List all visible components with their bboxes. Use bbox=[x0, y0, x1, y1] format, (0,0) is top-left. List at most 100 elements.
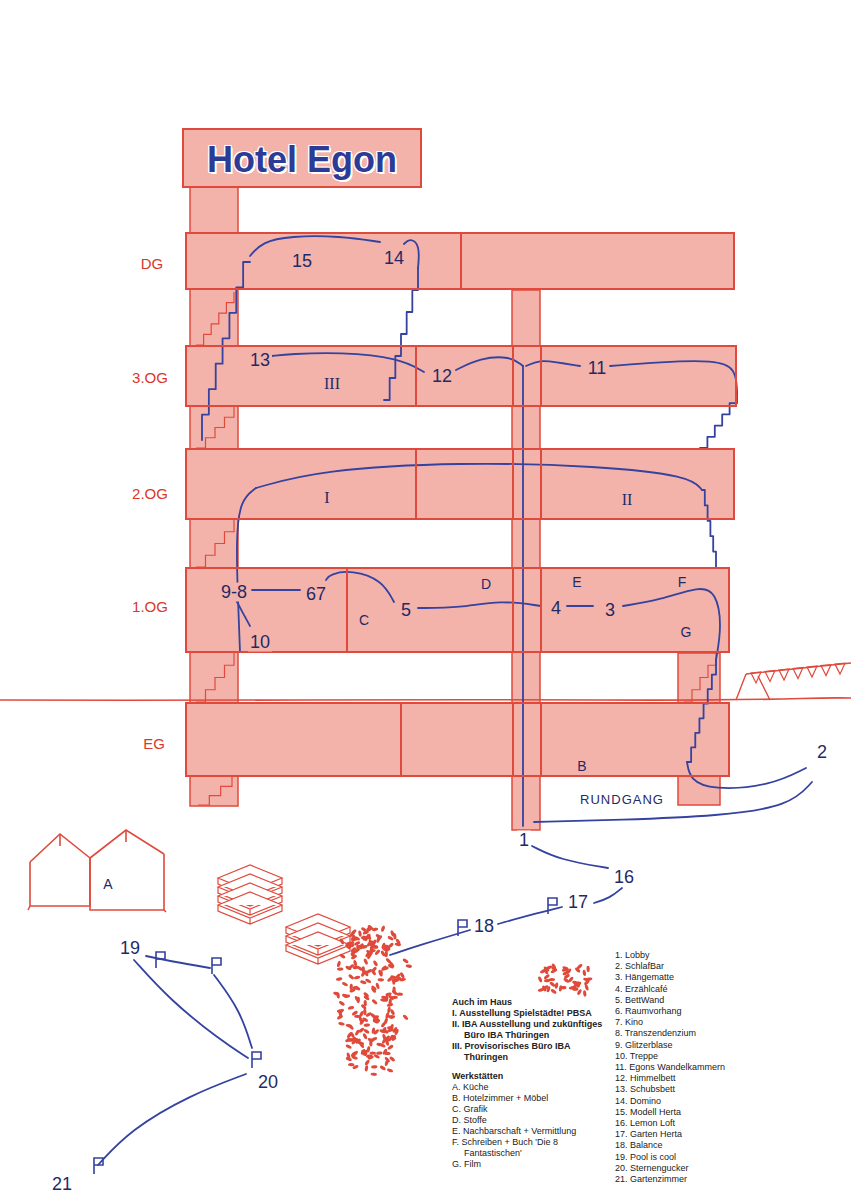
building-slab bbox=[218, 892, 282, 924]
floor-label: 3.OG bbox=[130, 370, 170, 386]
legend-item: F. Schreiben + Buch 'Die 8 Fantastischen… bbox=[452, 1137, 612, 1159]
tree-leaf bbox=[541, 985, 547, 992]
room-divider bbox=[540, 704, 542, 775]
tree-leaf bbox=[376, 1051, 383, 1055]
tour-route bbox=[687, 660, 716, 762]
legend-item: C. Grafik bbox=[452, 1104, 612, 1115]
tree-leaf bbox=[348, 1063, 354, 1066]
tree-leaf bbox=[341, 981, 348, 987]
callout-number: 4 bbox=[549, 599, 563, 618]
band-fill bbox=[185, 702, 730, 777]
room-divider bbox=[512, 569, 514, 651]
room-divider bbox=[540, 450, 542, 518]
tour-route bbox=[498, 907, 562, 924]
tree-leaf bbox=[369, 1040, 372, 1046]
tree-leaf bbox=[357, 966, 364, 972]
legend-item: B. Hotelzimmer + Möbel bbox=[452, 1093, 612, 1104]
tour-route bbox=[522, 366, 524, 826]
callout-number: 13 bbox=[248, 351, 272, 370]
room-divider bbox=[540, 347, 542, 405]
legend-item: II. IBA Ausstellung und zukünftiges Büro… bbox=[452, 1019, 612, 1041]
tour-route bbox=[326, 572, 394, 602]
tree-leaf bbox=[568, 976, 575, 983]
tour-route bbox=[532, 846, 608, 868]
tree-leaf bbox=[360, 1003, 367, 1010]
tree-leaf bbox=[382, 948, 389, 952]
tree-leaf bbox=[543, 966, 550, 972]
band-fill bbox=[185, 448, 735, 520]
tree-leaf bbox=[353, 960, 358, 967]
tree-leaf bbox=[358, 930, 362, 937]
tour-route bbox=[98, 1074, 246, 1165]
tree-leaf bbox=[559, 985, 563, 992]
tree-leaf bbox=[382, 945, 389, 949]
floor-band: DG1514 bbox=[185, 232, 735, 290]
tree-leaf bbox=[362, 1033, 368, 1040]
tree-leaf bbox=[381, 1037, 387, 1044]
tree-leaf bbox=[339, 938, 345, 945]
tree-leaf bbox=[337, 968, 344, 971]
room-divider bbox=[346, 569, 348, 651]
bunting-flag bbox=[835, 663, 845, 674]
band-fill bbox=[185, 345, 737, 407]
floor-band: 3.OG13III1211 bbox=[185, 345, 737, 407]
tree-leaf bbox=[377, 978, 384, 982]
tree-leaf bbox=[402, 1014, 409, 1021]
tree-leaf bbox=[384, 1059, 389, 1066]
workshop-letter: C bbox=[357, 613, 371, 628]
callout-number: 3 bbox=[603, 601, 617, 620]
room-divider bbox=[415, 347, 417, 405]
tree-leaf bbox=[369, 1051, 375, 1054]
tour-route bbox=[134, 960, 248, 1058]
tour-route bbox=[404, 240, 419, 268]
callout-number: 5 bbox=[399, 601, 413, 620]
room-list-item: 11. Egons Wandelkammern bbox=[615, 1062, 743, 1073]
room-list-item: 1. Lobby bbox=[615, 950, 743, 961]
callout-number: 14 bbox=[382, 249, 406, 268]
legend-heading: Auch im Haus bbox=[452, 997, 612, 1008]
tree-leaf bbox=[385, 957, 392, 964]
tree-leaf bbox=[583, 990, 587, 997]
room-list-item: 9. Glitzerblase bbox=[615, 1040, 743, 1051]
tree-leaf bbox=[372, 960, 378, 967]
tree-leaf bbox=[367, 1055, 374, 1060]
tree-leaf bbox=[365, 933, 371, 940]
room-list: 1. Lobby2. SchlafBar3. Hängematte4. Erzä… bbox=[615, 950, 743, 1185]
hotel-sign: Hotel Egon bbox=[182, 128, 422, 188]
room-list-item: 15. Modell Herta bbox=[615, 1107, 743, 1118]
tent-line bbox=[59, 834, 61, 846]
route-flag bbox=[252, 1052, 261, 1068]
legend-item: I. Ausstellung Spielstädte! PBSA bbox=[452, 1008, 612, 1019]
tree-leaf bbox=[582, 970, 586, 977]
tour-route bbox=[526, 361, 580, 366]
tree-leaf bbox=[393, 933, 397, 940]
tree-leaf bbox=[350, 952, 357, 958]
tree-leaf bbox=[382, 1048, 388, 1055]
tree-leaf bbox=[363, 1028, 370, 1034]
tree-leaf bbox=[396, 993, 402, 996]
tour-route bbox=[214, 975, 252, 1048]
tree-leaf bbox=[385, 992, 392, 997]
room-list-item: 14. Domino bbox=[615, 1096, 743, 1107]
route-flag bbox=[94, 1158, 103, 1174]
tree-leaf bbox=[366, 933, 372, 940]
legend-item: A. Küche bbox=[452, 1082, 612, 1093]
bunting-flag bbox=[765, 670, 775, 681]
tree-leaf bbox=[361, 945, 368, 950]
tree-leaf bbox=[380, 970, 383, 977]
workshop-letter: A bbox=[101, 877, 114, 892]
tree-leaf bbox=[363, 958, 369, 965]
decoration bbox=[0, 292, 851, 1076]
room-list-item: 3. Hängematte bbox=[615, 972, 743, 983]
tree-leaf bbox=[366, 968, 373, 974]
tree-leaf bbox=[338, 1000, 345, 1006]
room-list-item: 8. Transzendenzium bbox=[615, 1028, 743, 1039]
bunting-line bbox=[736, 663, 851, 700]
tree-leaf bbox=[379, 1029, 386, 1034]
tree-leaf bbox=[387, 1007, 391, 1014]
tree-leaf bbox=[568, 985, 575, 990]
room-list-item: 2. SchlafBar bbox=[615, 961, 743, 972]
tour-route bbox=[702, 490, 716, 567]
room-list-item: 19. Pool is cool bbox=[615, 1152, 743, 1163]
floor-label: EG bbox=[141, 736, 167, 752]
